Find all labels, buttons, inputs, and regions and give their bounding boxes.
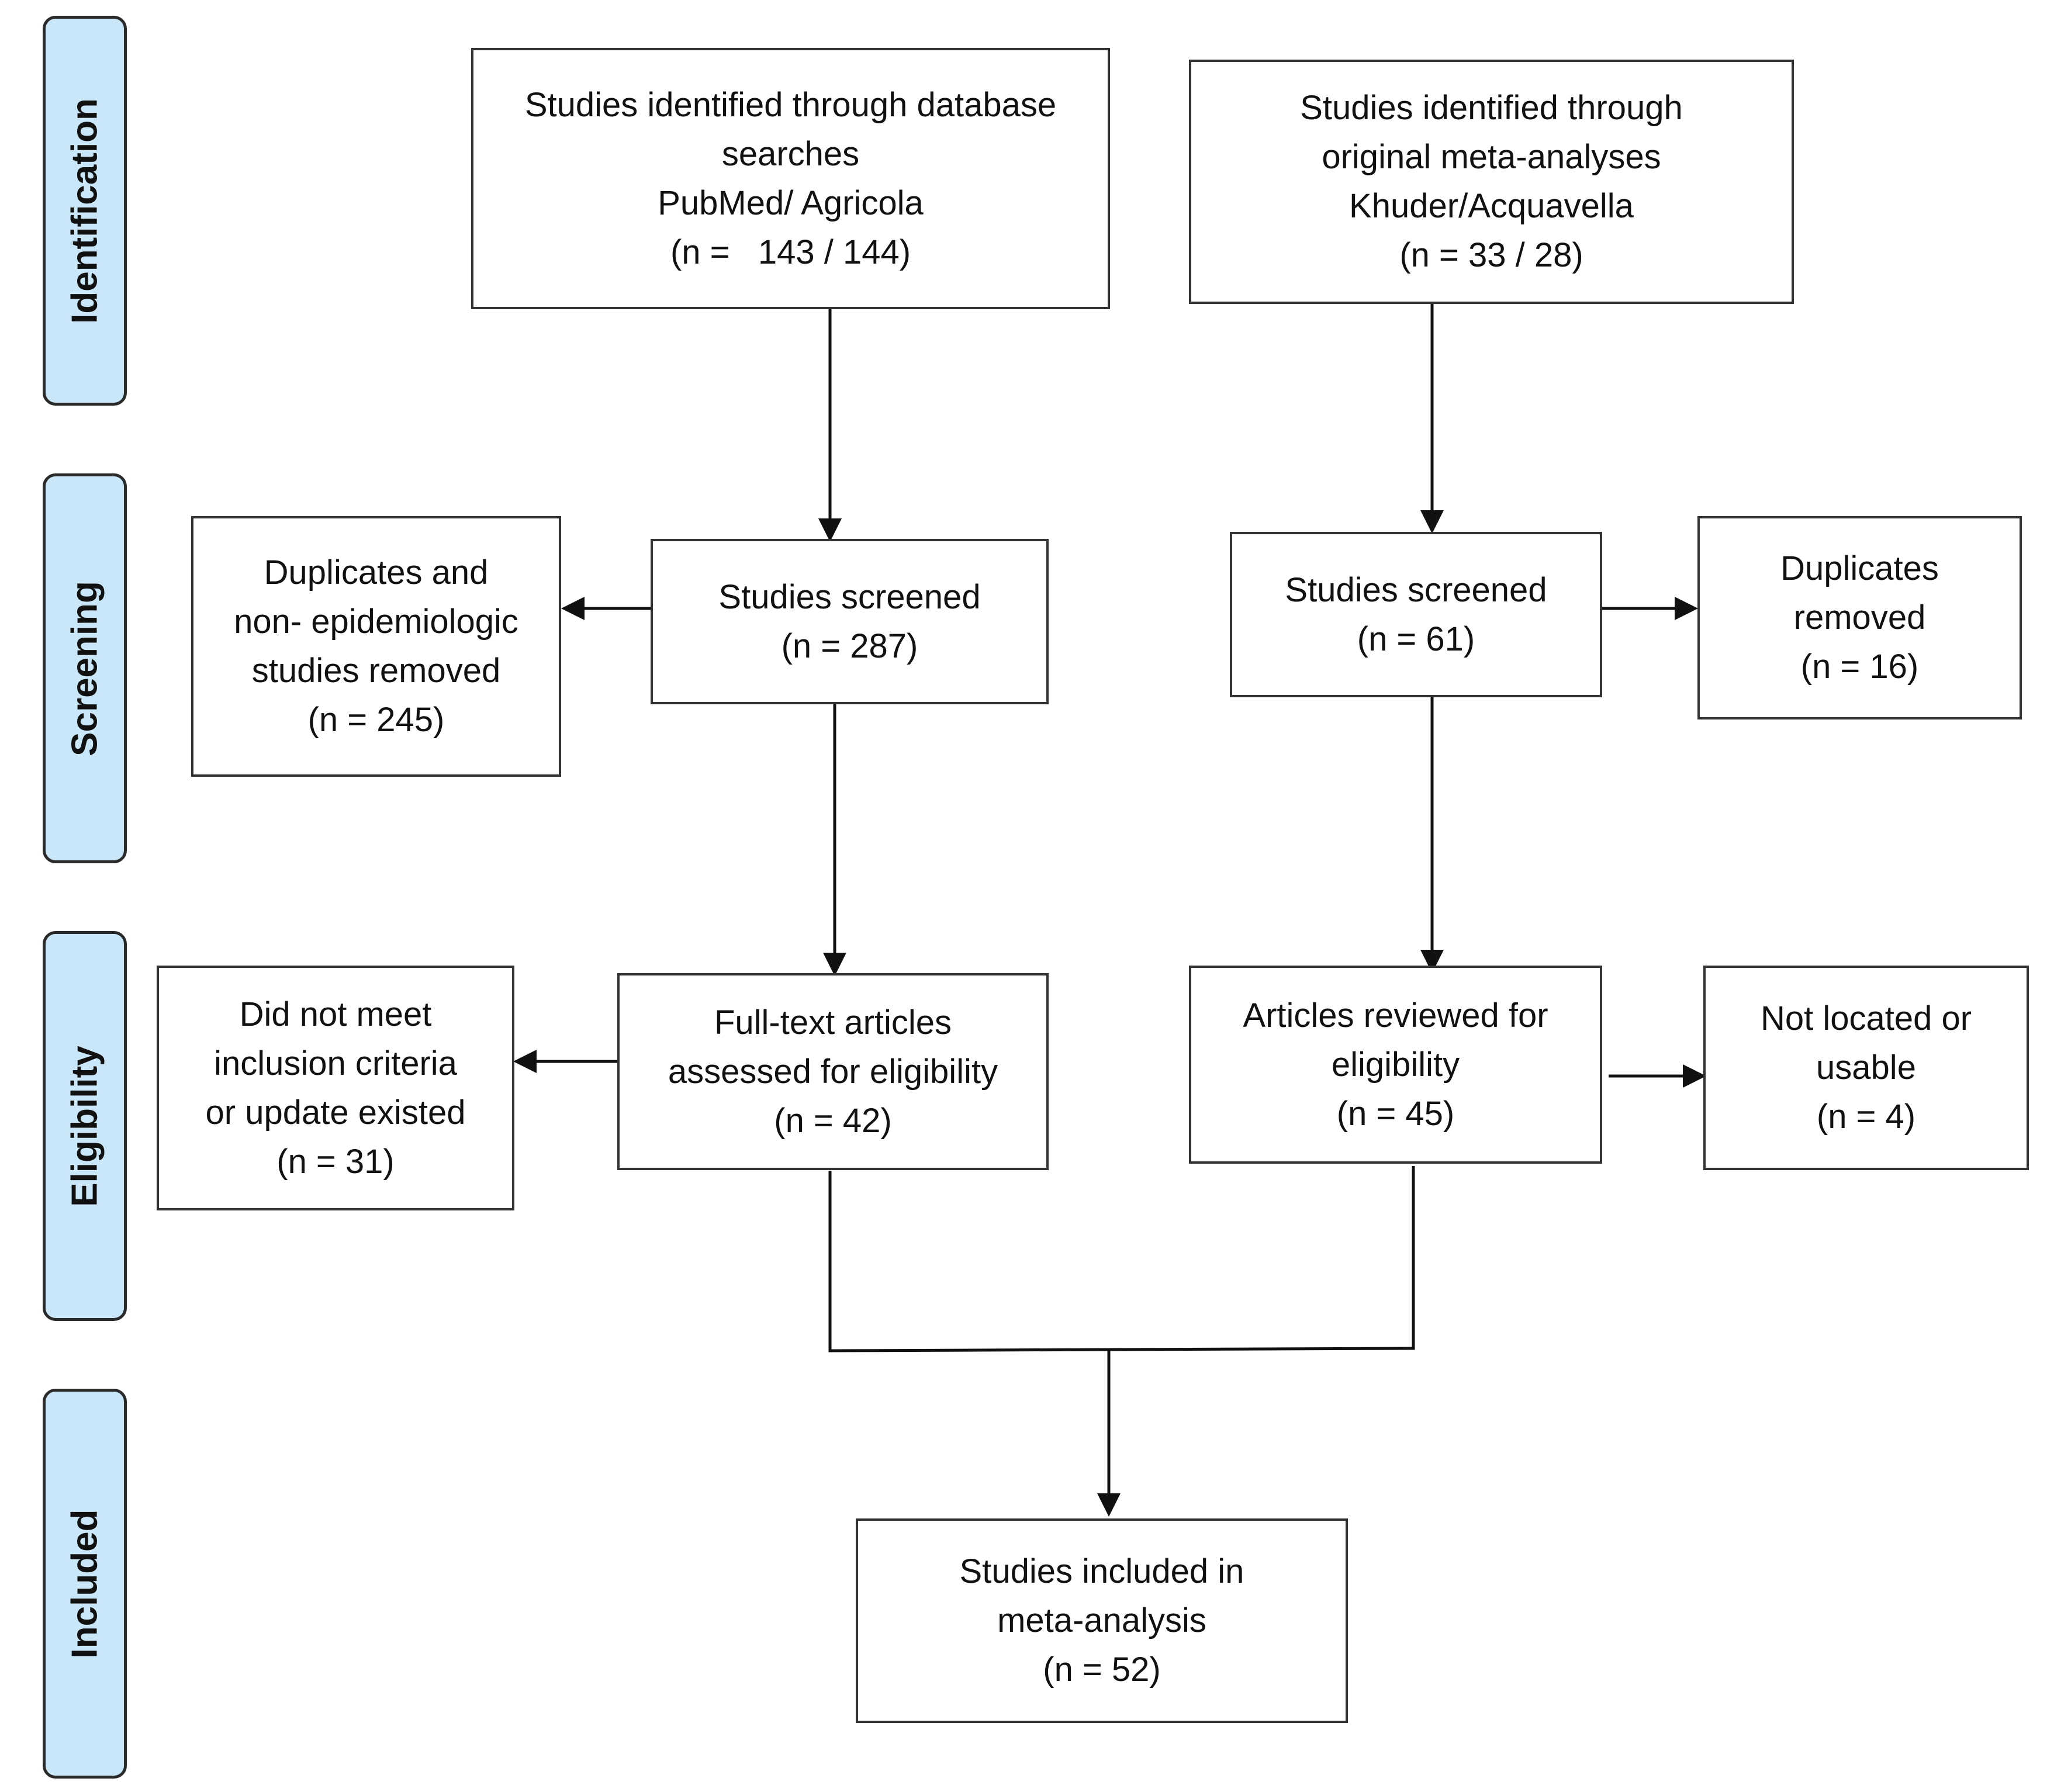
box-removed-left: Duplicates and non- epidemiologic studie… [191, 516, 561, 777]
box-removed-right: Duplicates removed (n = 16) [1697, 516, 2022, 719]
box-excluded-left: Did not meet inclusion criteria or updat… [157, 966, 514, 1210]
box-database-search-line3: PubMed/ Agricola [658, 184, 924, 222]
box-removed-right-line3: (n = 16) [1800, 648, 1919, 686]
box-removed-left-line2: non- epidemiologic [234, 603, 518, 641]
merge-connector [828, 1166, 1415, 1352]
box-fulltext-left: Full-text articles assessed for eligibil… [617, 973, 1049, 1170]
box-removed-left-line1: Duplicates and [264, 553, 489, 591]
box-removed-right-line1: Duplicates [1780, 549, 1939, 587]
box-meta-analyses-line3: Khuder/Acquavella [1349, 187, 1634, 225]
box-screened-left-line2: (n = 287) [781, 627, 918, 665]
box-database-search-line2: searches [721, 134, 860, 173]
box-database-search-line4: (n = 143 / 144) [670, 233, 911, 271]
box-excluded-left-line4: (n = 31) [276, 1142, 395, 1181]
box-included-line3: (n = 52) [1043, 1651, 1161, 1689]
box-database-search-line1: Studies identified through database [524, 85, 1057, 124]
phase-screening: Screening [43, 473, 127, 863]
box-meta-analyses-line4: (n = 33 / 28) [1399, 236, 1583, 274]
box-fulltext-left-line1: Full-text articles [714, 1003, 952, 1042]
box-meta-analyses-line1: Studies identified through [1300, 89, 1683, 127]
box-reviewed-right-line3: (n = 45) [1336, 1094, 1455, 1133]
box-excluded-right-line2: usable [1816, 1049, 1916, 1087]
box-fulltext-left-line3: (n = 42) [774, 1101, 892, 1140]
box-screened-left-line1: Studies screened [718, 577, 981, 616]
box-screened-right-line2: (n = 61) [1357, 620, 1475, 658]
box-fulltext-left-line2: assessed for eligibility [668, 1052, 998, 1091]
box-excluded-left-line3: or update existed [205, 1093, 466, 1132]
box-database-search: Studies identified through database sear… [471, 48, 1110, 309]
box-excluded-right-line1: Not located or [1760, 999, 1972, 1037]
box-included-line2: meta-analysis [997, 1601, 1206, 1639]
box-excluded-right: Not located or usable (n = 4) [1703, 966, 2029, 1170]
box-included-line1: Studies included in [959, 1552, 1244, 1590]
box-removed-left-line4: (n = 245) [307, 701, 445, 739]
box-screened-right-line1: Studies screened [1285, 570, 1547, 609]
box-removed-right-line2: removed [1793, 599, 1926, 636]
phase-included: Included [43, 1389, 127, 1779]
box-meta-analyses-line2: original meta-analyses [1322, 138, 1661, 176]
box-excluded-right-line3: (n = 4) [1816, 1098, 1916, 1136]
box-excluded-left-line2: inclusion criteria [214, 1044, 457, 1082]
box-removed-left-line3: studies removed [251, 652, 501, 690]
box-reviewed-right: Articles reviewed for eligibility (n = 4… [1189, 966, 1602, 1164]
box-meta-analyses: Studies identified through original meta… [1189, 60, 1794, 304]
box-screened-right: Studies screened (n = 61) [1230, 532, 1602, 697]
box-included: Studies included in meta-analysis (n = 5… [856, 1518, 1348, 1723]
box-reviewed-right-line1: Articles reviewed for [1243, 996, 1548, 1035]
box-screened-left: Studies screened (n = 287) [651, 539, 1049, 704]
phase-identification: Identification [43, 16, 127, 406]
box-excluded-left-line1: Did not meet [239, 995, 432, 1033]
box-reviewed-right-line2: eligibility [1331, 1045, 1460, 1084]
phase-eligibility: Eligibility [43, 931, 127, 1321]
